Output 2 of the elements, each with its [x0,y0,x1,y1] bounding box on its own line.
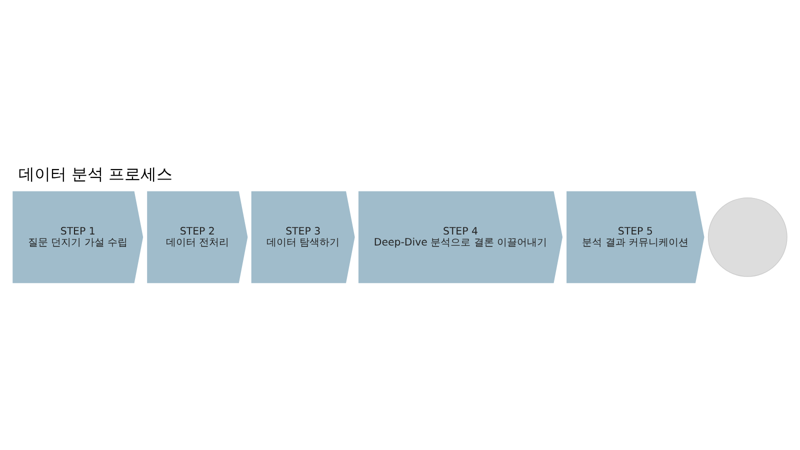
diagram-title: 데이터 분석 프로세스 [18,164,172,184]
node-circle [708,196,788,276]
